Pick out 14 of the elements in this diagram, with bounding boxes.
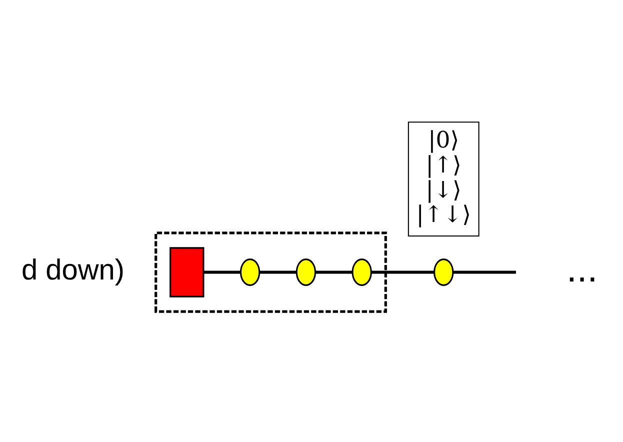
connector bbox=[315, 270, 352, 274]
node-box: |0⟩ |↑⟩ |↓⟩ |↑↓⟩ bbox=[408, 122, 480, 237]
connector bbox=[371, 270, 434, 274]
node-ellipse bbox=[434, 258, 454, 286]
label: ... bbox=[566, 247, 598, 290]
connector bbox=[453, 270, 516, 274]
node-ellipse bbox=[240, 258, 260, 286]
node-ellipse bbox=[296, 258, 316, 286]
connector bbox=[260, 270, 296, 274]
cluster bbox=[154, 232, 387, 313]
node-box bbox=[170, 247, 204, 298]
connector bbox=[204, 270, 240, 274]
node-ellipse bbox=[352, 258, 372, 286]
label: d down) bbox=[22, 254, 125, 286]
